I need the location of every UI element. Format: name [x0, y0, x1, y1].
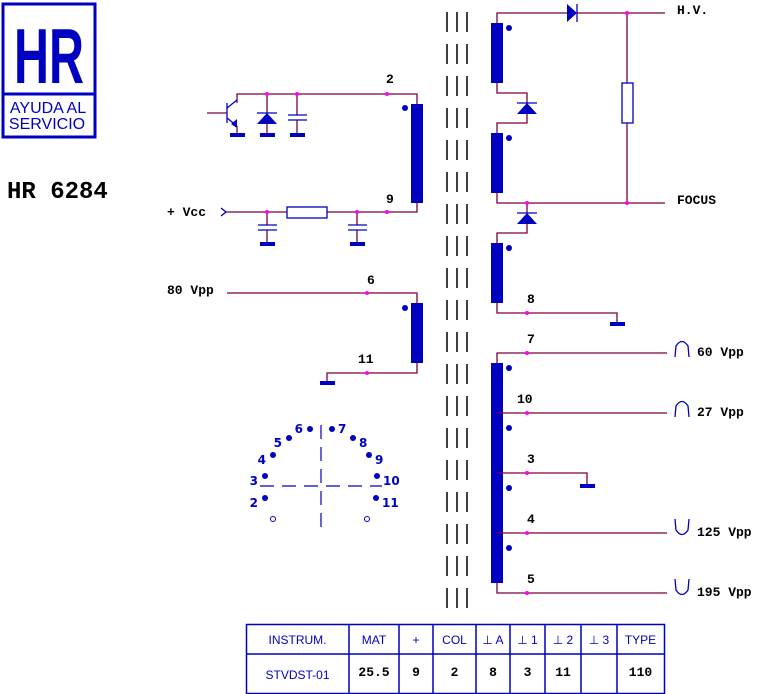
table-header: INSTRUM. — [269, 633, 327, 647]
pin-label: 2 — [386, 72, 394, 87]
output-label: 125 Vpp — [697, 525, 752, 540]
pin-number: 7 — [338, 422, 346, 436]
ground-icon — [350, 242, 365, 246]
table-cell: 9 — [412, 665, 420, 680]
vcc-label: + Vcc — [167, 205, 206, 220]
pin-dot — [373, 495, 379, 501]
pin-number: 6 — [295, 422, 303, 436]
output-label: 195 Vpp — [697, 585, 752, 600]
positive-pulse-icon — [674, 340, 690, 358]
hv-label: H.V. — [677, 3, 708, 18]
table-cell: 11 — [555, 665, 571, 680]
negative-pulse-icon — [674, 518, 690, 536]
pin-dot — [270, 452, 276, 458]
pin-label: 3 — [527, 452, 535, 467]
table-header: COL — [442, 633, 467, 647]
table-header: TYPE — [625, 633, 656, 647]
pin-number: 4 — [258, 453, 266, 467]
pin-number: 3 — [250, 474, 258, 488]
pin-label: 8 — [527, 292, 535, 307]
pin-number: 5 — [274, 436, 282, 450]
pin-dot — [350, 435, 356, 441]
pin-dot — [286, 435, 292, 441]
pin-number: 2 — [250, 496, 258, 510]
negative-pulse-icon — [674, 578, 690, 596]
ground-icon — [610, 322, 625, 326]
svg-text:HR: HR — [14, 12, 84, 100]
pin-dot — [329, 426, 335, 432]
ground-icon — [230, 133, 245, 137]
table-cell: 2 — [451, 665, 459, 680]
pin-label: 11 — [358, 352, 374, 367]
positive-pulse-icon — [674, 400, 690, 418]
model-title: HR 6284 — [7, 179, 108, 206]
pin-dot — [307, 426, 313, 432]
output-winding: 7 10 3 4 5 60 Vpp 27 Vpp 125 Vpp 195 Vpp — [491, 332, 752, 600]
pin-label: 7 — [527, 332, 535, 347]
aux-winding: 80 Vpp 6 11 — [167, 273, 423, 385]
pin-label: 9 — [386, 192, 394, 207]
table-header: ⊥ A — [482, 633, 503, 647]
diode-icon — [567, 4, 577, 22]
primary-circuit: 2 9 + Vcc — [167, 72, 423, 246]
logo-line1: AYUDA AL — [10, 100, 86, 117]
pin-label: 4 — [527, 512, 535, 527]
diode-icon — [257, 113, 277, 124]
pin-dot — [262, 495, 268, 501]
spec-table: INSTRUM. STVDST-01 MAT 25.5 +9 COL 2 ⊥ A 8 ⊥ 1 3 ⊥ … — [245, 623, 666, 694]
table-header: ⊥ 2 — [553, 633, 574, 647]
table-cell: 25.5 — [358, 665, 389, 680]
table-cell: 3 — [524, 665, 532, 680]
pin-dot — [366, 452, 372, 458]
pin-number: 10 — [383, 474, 400, 488]
primary-winding — [411, 104, 423, 203]
diode-icon — [517, 213, 537, 224]
pin-label: 5 — [527, 572, 535, 587]
table-cell: 110 — [629, 665, 653, 680]
resistor-icon — [621, 82, 634, 124]
resistor-icon — [286, 206, 328, 219]
table-cell: 8 — [489, 665, 497, 680]
table-header: ⊥ 3 — [589, 633, 610, 647]
logo-line2: SERVICIO — [9, 116, 85, 133]
table-header: MAT — [362, 633, 387, 647]
signal-label: 80 Vpp — [167, 283, 214, 298]
pin-label: 6 — [367, 273, 375, 288]
ground-icon — [260, 133, 275, 137]
pin-number: 9 — [375, 453, 383, 467]
hr-logo: HR AYUDA AL SERVICIO — [1, 2, 97, 139]
eht-section: H.V. FOCUS 8 — [491, 3, 716, 326]
pin-dot — [262, 473, 268, 479]
pin-dot — [374, 473, 380, 479]
input-arrow-icon — [220, 207, 228, 217]
ground-icon — [260, 242, 275, 246]
diode-icon — [517, 103, 537, 114]
pin-label: 10 — [517, 392, 533, 407]
ground-icon — [290, 133, 305, 137]
output-label: 27 Vpp — [697, 405, 744, 420]
ground-icon — [580, 484, 595, 488]
pin-number: 8 — [359, 436, 367, 450]
table-cell: STVDST-01 — [265, 668, 329, 682]
table-header: ⊥ 1 — [517, 633, 538, 647]
output-label: 60 Vpp — [697, 345, 744, 360]
table-header: + — [412, 633, 419, 647]
ground-icon — [320, 381, 335, 385]
pin-number: 11 — [382, 496, 399, 510]
transformer-core — [446, 12, 468, 614]
focus-label: FOCUS — [677, 193, 716, 208]
